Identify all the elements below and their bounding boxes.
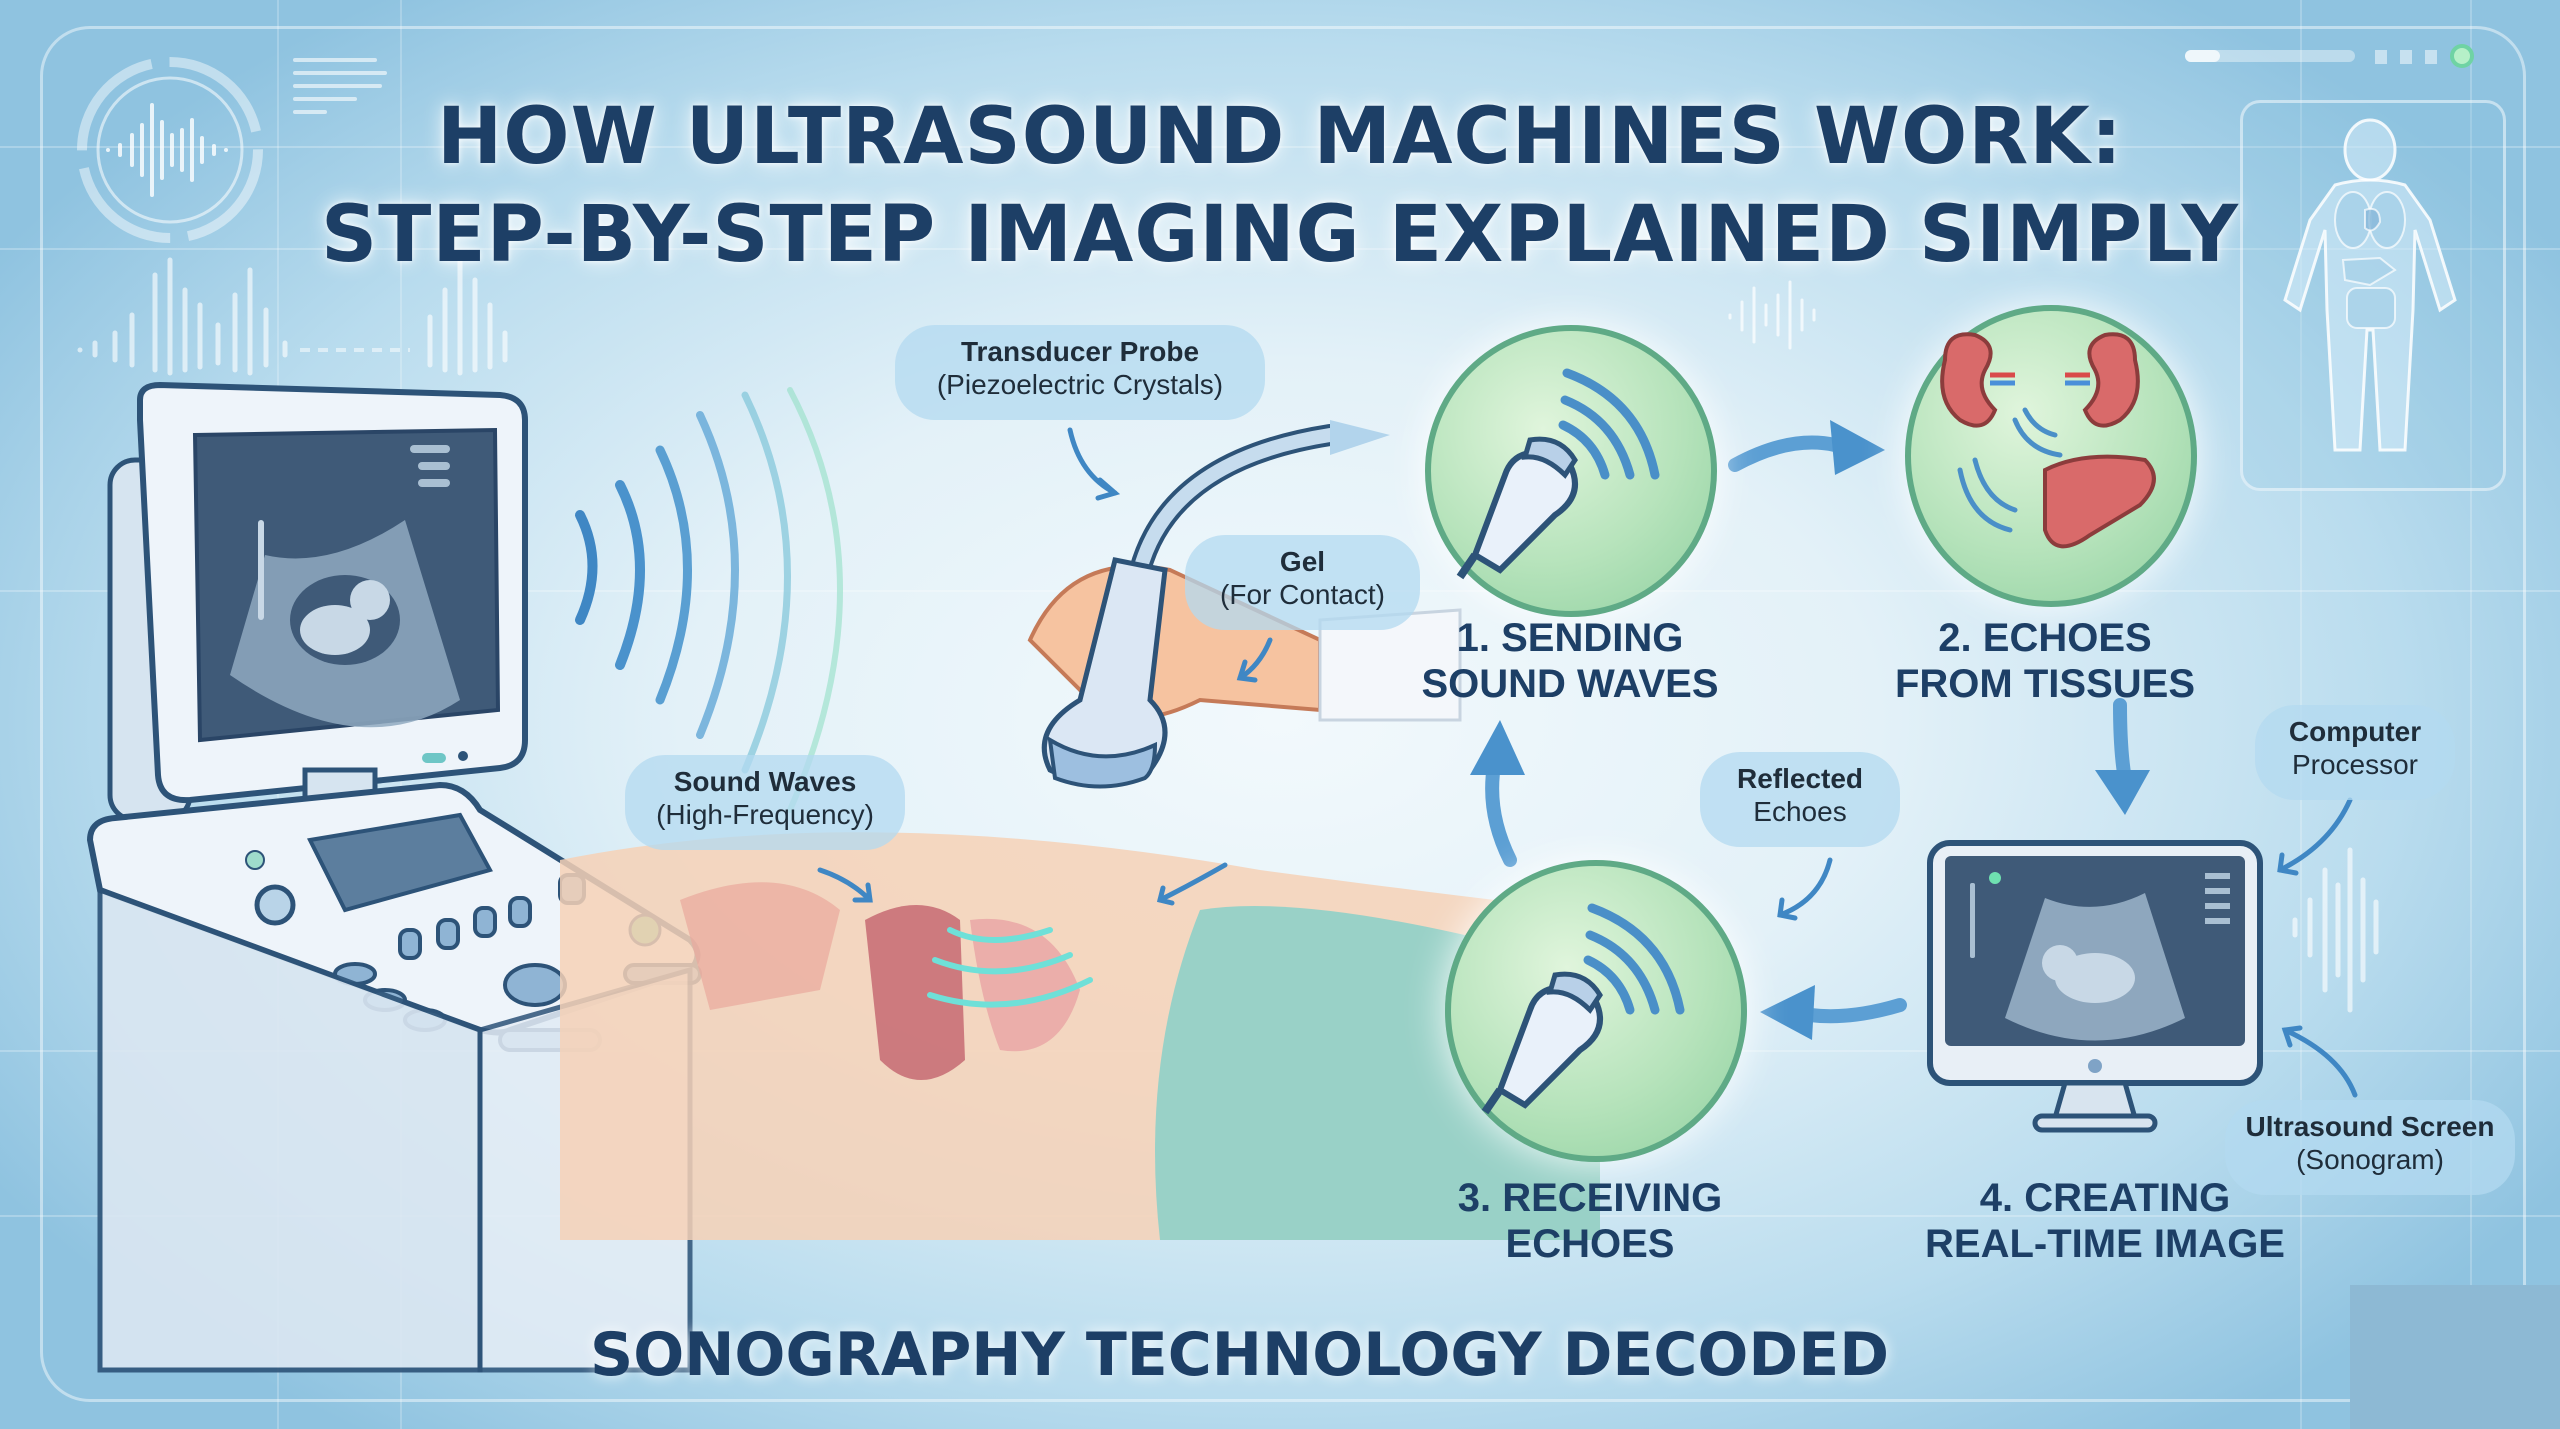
human-body-anatomy-icon [2283, 118, 2457, 452]
status-bar [2185, 44, 2505, 74]
callout-reflected-echoes: Reflected Echoes [1700, 752, 1900, 847]
callout-computer-processor: Computer Processor [2255, 705, 2455, 800]
monitor-sonogram-icon [1927, 840, 2263, 1133]
subtitle: SONOGRAPHY TECHNOLOGY DECODED [590, 1320, 1890, 1390]
step-4-label: 4. CREATING REAL-TIME IMAGE [1925, 1176, 2285, 1266]
title-line-2: STEP-BY-STEP IMAGING EXPLAINED SIMPLY [320, 190, 2240, 280]
patient-abdomen-illustration [560, 832, 1600, 1240]
sound-waves-icon [575, 387, 843, 813]
corner-decoration [2350, 1285, 2560, 1429]
probe-emitting-waves-icon [1456, 368, 1660, 580]
callout-transducer-probe: Transducer Probe (Piezoelectric Crystals… [895, 325, 1265, 420]
kidneys-liver-icon [1940, 332, 2156, 549]
background-waveform-top-center [1728, 280, 1816, 350]
step-1-label: 1. SENDING SOUND WAVES [1421, 616, 1719, 706]
title-line-1: HOW ULTRASOUND MACHINES WORK: [436, 92, 2123, 182]
callout-sound-waves: Sound Waves (High-Frequency) [625, 755, 905, 850]
background-waveform-left [77, 257, 508, 376]
step-2-label: 2. ECHOES FROM TISSUES [1894, 616, 2196, 706]
step-3-label: 3. RECEIVING ECHOES [1457, 1176, 1723, 1266]
background-waveform-right [2292, 847, 2379, 1013]
callout-gel: Gel (For Contact) [1185, 535, 1420, 630]
status-indicator-dot [2450, 44, 2474, 68]
callout-ultrasound-screen: Ultrasound Screen (Sonogram) [2225, 1100, 2515, 1195]
text-lines-icon [293, 58, 387, 114]
waveform-dial-icon [77, 57, 263, 243]
probe-receiving-waves-icon [1481, 903, 1685, 1115]
